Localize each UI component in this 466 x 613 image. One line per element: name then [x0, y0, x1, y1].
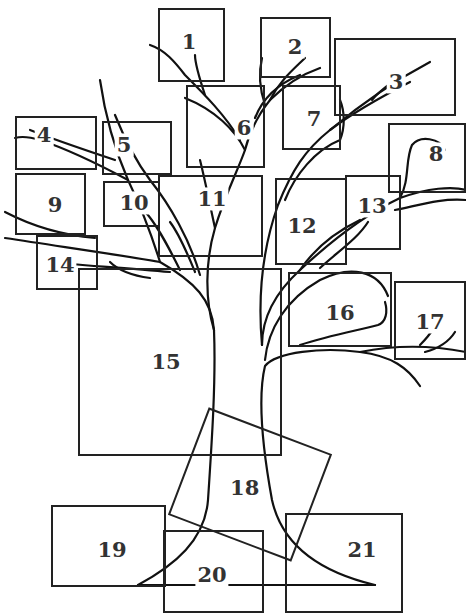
callout-number: 7	[305, 107, 324, 130]
callout-number: 21	[345, 538, 378, 561]
callout-number: 8	[427, 142, 446, 165]
callout-number: 19	[95, 538, 128, 561]
callout-number: 15	[149, 350, 182, 373]
callout-number: 11	[195, 187, 228, 210]
callout-box: 2	[260, 17, 331, 78]
callout-number: 6	[235, 116, 254, 139]
callout-box: 19	[51, 505, 166, 587]
callout-number: 20	[195, 563, 228, 586]
callout-number: 10	[117, 191, 150, 214]
callout-number: 1	[180, 30, 199, 53]
callout-box: 5	[102, 121, 172, 175]
callout-number: 9	[46, 193, 65, 216]
callout-number: 2	[286, 35, 305, 58]
callout-number: 5	[115, 133, 134, 156]
callout-box: 9	[15, 173, 86, 235]
callout-box: 17	[394, 281, 466, 360]
callout-number: 4	[35, 123, 54, 146]
callout-box: 1	[158, 8, 225, 82]
callout-number: 3	[387, 70, 406, 93]
callout-box: 18	[168, 407, 332, 561]
callout-number: 13	[355, 194, 388, 217]
callout-box: 20	[163, 530, 264, 613]
callout-box: 14	[36, 235, 98, 290]
callout-box: 21	[285, 513, 403, 613]
callout-number: 18	[228, 476, 261, 499]
callout-number: 16	[323, 301, 356, 324]
callout-box: 7	[282, 85, 341, 150]
callout-box: 6	[186, 85, 265, 168]
callout-box: 3	[334, 38, 456, 116]
callout-number: 17	[413, 310, 446, 333]
callout-box: 4	[15, 116, 97, 170]
callout-box: 16	[288, 272, 392, 347]
callout-box: 10	[103, 181, 160, 227]
callout-box: 15	[78, 268, 282, 456]
callout-number: 12	[285, 214, 318, 237]
callout-number: 14	[43, 253, 76, 276]
callout-box: 13	[345, 175, 401, 250]
callout-box: 11	[158, 175, 263, 257]
callout-box: 12	[275, 178, 347, 265]
